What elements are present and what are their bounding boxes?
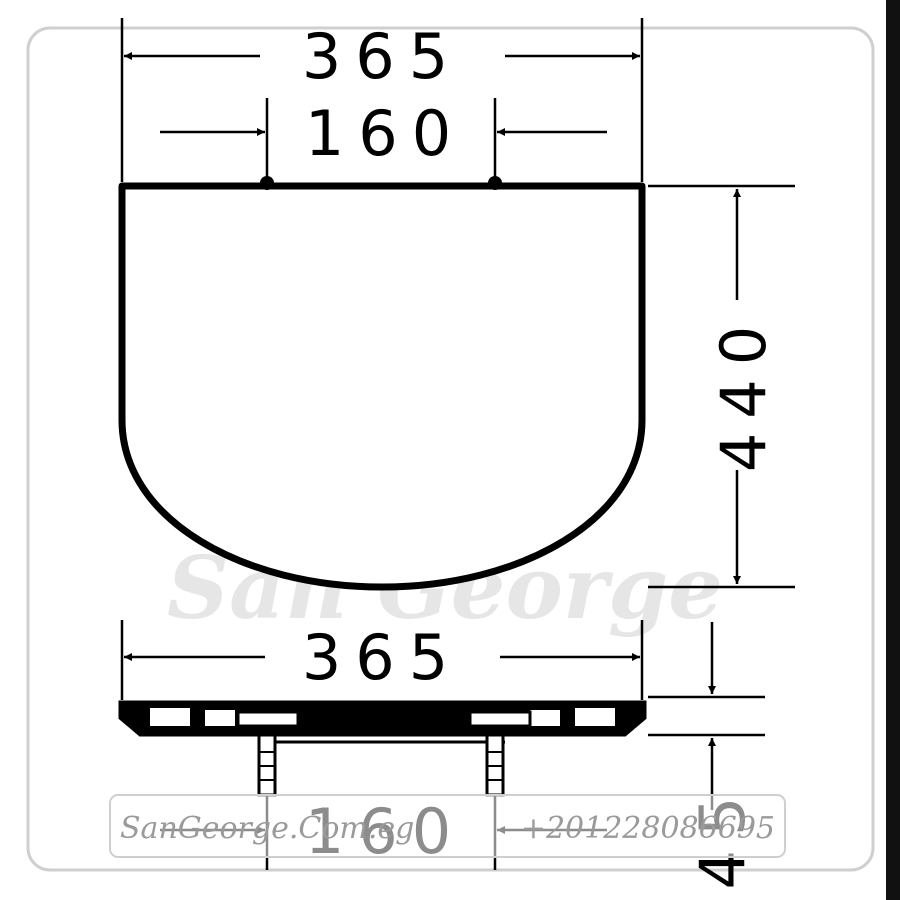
top-hinge-dimension: 160 — [160, 97, 607, 182]
footer-website: SanGeorge.Com.eg — [120, 811, 414, 846]
top-width-label: 365 — [302, 20, 462, 93]
bottom-width-label: 365 — [302, 621, 462, 694]
seat-outline — [118, 182, 646, 591]
outer-frame — [26, 26, 875, 872]
length-dimension: 440 — [648, 184, 795, 589]
footer-phone: +201228086695 — [521, 811, 775, 846]
footer-watermark: SanGeorge.Com.eg +201228086695 — [109, 794, 786, 858]
edge-strip — [886, 0, 900, 900]
hinge-dot-left — [260, 176, 274, 190]
seat-side-view — [118, 700, 647, 797]
top-hinge-label: 160 — [305, 97, 465, 170]
length-label: 440 — [707, 312, 780, 472]
top-width-dimension: 365 — [120, 18, 644, 182]
hinge-dot-right — [488, 176, 502, 190]
bottom-width-dimension: 365 — [120, 620, 644, 700]
